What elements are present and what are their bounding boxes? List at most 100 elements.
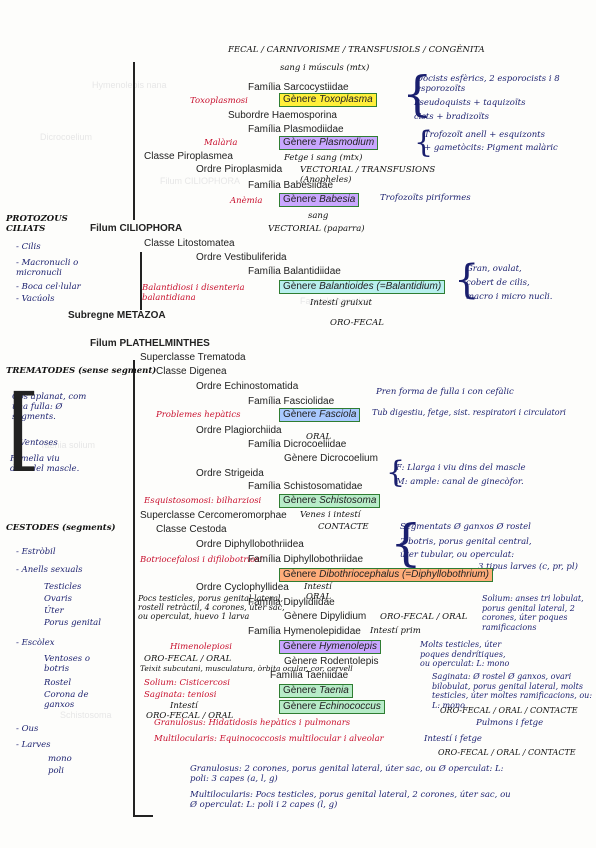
trematodes-heading: TREMATODES (sense segment): [6, 366, 157, 376]
taxon-class: Classe Piroplasmea: [144, 151, 233, 162]
taxon-phylum: Filum CILIOPHORA: [90, 223, 183, 234]
taxon-class: Classe Litostomatea: [144, 238, 235, 249]
cestodes-item: - Larves: [16, 740, 51, 750]
cestodes-item: mono: [48, 754, 72, 764]
genus-prefix: Gènere: [283, 569, 320, 580]
taxon-order: Ordre Diphyllobothriidea: [196, 539, 304, 550]
taxon-family: Família Babesiidae: [248, 180, 334, 191]
genus-prefix: Gènere Rodentolepis: [284, 656, 379, 667]
taxon-family: Família Balantidiidae: [248, 266, 341, 277]
genus-prefix: Gènere: [283, 495, 320, 506]
taxon-family: Família Dipylidiidae: [248, 597, 335, 608]
brace-icon: {: [402, 66, 433, 122]
taxon-family: Família Diphyllobothriidae: [248, 554, 364, 565]
ghost-text: Taenia solium: [40, 440, 96, 450]
note: F: Llarga i viu dins del mascle: [396, 463, 526, 473]
note: Venes i intestí: [300, 510, 361, 520]
cestodes-item: - Anells sexuals: [16, 565, 83, 575]
note: Segmentats Ø ganxos Ø rostel: [400, 522, 531, 532]
note: Granulosus: 2 corones, porus genital lat…: [190, 764, 504, 784]
taxon-family: Família Sarcocystiidae: [248, 82, 349, 93]
cestodes-item: - Ous: [16, 724, 39, 734]
cestodes-item: Testicles: [44, 582, 82, 592]
genus-box: Gènere Hymenolepis: [279, 640, 381, 654]
genus-prefix: Gènere Dicrocoelium: [284, 453, 378, 464]
transmission-header: FECAL / CARNIVORISME / TRANSFUSIOLS / CO…: [228, 45, 485, 55]
cestodes-item: Ovaris: [44, 594, 72, 604]
note: Multilocularis: Pocs testicles, porus ge…: [190, 790, 511, 810]
genus-name: Hymenolepis: [319, 641, 377, 652]
note: ORO-FECAL / ORAL: [144, 654, 232, 664]
taxon-family: Família Dicrocoeliidae: [248, 439, 347, 450]
taxon-order: Ordre Cyclophyllidea: [196, 582, 289, 593]
cestodes-item: poli: [48, 766, 64, 776]
transmission-subheader: sang i músculs (mtx): [280, 63, 370, 73]
taxon-order: Ordre Strigeida: [196, 468, 264, 479]
genus-name: Toxoplasma: [319, 94, 373, 105]
taxon-genus: Gènere Dicrocoelium: [284, 453, 378, 465]
cestodes-item: Ventoses o botris: [44, 654, 90, 674]
note: Tub digestiu, fetge, sist. respiratori i…: [372, 408, 566, 417]
genus-box: Gènere Taenia: [279, 684, 353, 698]
note: Teixit subcutani, musculatura, òrbita oc…: [140, 664, 353, 673]
genus-prefix: Gènere Dipylidium: [284, 611, 367, 622]
brace-icon: {: [414, 125, 434, 160]
note: ORO-FECAL / ORAL / CONTACTE: [438, 748, 576, 757]
note: 3 tipus larves (c, pr, pl): [478, 562, 578, 572]
note: Molts testicles, úter poques dendrítique…: [420, 640, 510, 668]
note: VECTORIAL / TRANSFUSIONS: [300, 165, 436, 175]
disease-label: Problemes hepàtics: [156, 410, 241, 420]
disease-label: Himenolepiosi: [170, 642, 232, 652]
note: Pren forma de fulla i con cefàlic: [376, 387, 514, 397]
disease-label: Malària: [204, 138, 238, 148]
note: sang: [308, 211, 329, 221]
cestodes-item: Rostel: [44, 678, 72, 688]
note: + gametòcits: Pigment malàric: [424, 143, 558, 153]
genus-prefix: Gènere: [283, 641, 320, 652]
taxon-family: Família Hymenolepididae: [248, 626, 361, 637]
genus-name: Schistosoma: [319, 495, 377, 506]
brace-icon: {: [386, 455, 406, 490]
genus-box: Gènere Schistosoma: [279, 494, 381, 508]
genus-name: Babesia: [319, 194, 356, 205]
note: cobert de cilis,: [466, 278, 530, 288]
note: Saginata: Ø rostel Ø ganxos, ovari bilob…: [432, 672, 593, 710]
cestodes-item: - Estròbil: [16, 547, 56, 557]
note: VECTORIAL (paparra): [268, 224, 365, 234]
note: Solium: anses tri lobulat, porus genital…: [482, 594, 584, 632]
tree-line: [140, 252, 142, 310]
genus-prefix: Gènere: [283, 194, 320, 205]
note: (Anopheles): [300, 175, 352, 185]
taxon-order: Ordre Piroplasmida: [196, 164, 283, 175]
tree-line: [133, 815, 153, 817]
taxon-order: Ordre Echinostomatida: [196, 381, 299, 392]
taxon-class: Classe Digenea: [156, 366, 227, 377]
taxon-genus: Gènere Rodentolepis: [284, 656, 379, 668]
brace-icon: {: [454, 257, 480, 303]
protozous-heading: PROTOZOUS CILIATS: [6, 214, 68, 234]
disease-label: Esquistosomosi: bilharziosi: [144, 496, 262, 506]
ghost-text: Schistosoma: [60, 710, 112, 720]
note: Gran, ovalat,: [466, 264, 522, 274]
ghost-text: Fasciola hepatica: [300, 296, 371, 306]
genus-prefix: Gènere: [283, 701, 320, 712]
taxon-suborder: Subordre Haemosporina: [228, 110, 337, 121]
taxon-subkingdom: Subregne METAZOA: [68, 310, 166, 321]
note: Pulmons i fetge: [476, 718, 544, 728]
genus-box: Gènere Dibothriocephalus (=Diphyllobothr…: [279, 568, 493, 582]
cestodes-item: Corona de ganxos: [44, 690, 89, 710]
note: Fetge i sang (mtx): [284, 153, 363, 163]
genus-name: Balantioides (=Balantidium): [319, 281, 442, 292]
note: Pseudoquists + taquizoïts: [414, 98, 526, 108]
disease-label: Solium: Cisticercosi: [144, 678, 231, 688]
taxon-order: Ordre Plagiorchiida: [196, 425, 282, 436]
tree-line: [133, 360, 135, 815]
taxon-family: Família Schistosomatidae: [248, 481, 363, 492]
taxon-class: Classe Cestoda: [156, 524, 227, 535]
genus-name: Fasciola: [319, 409, 357, 420]
tree-line: [133, 62, 135, 220]
genus-box: Gènere Echinococcus: [279, 700, 385, 714]
trematodes-item: Femella viu dins del mascle.: [10, 454, 80, 474]
trematodes-item: Cos aplanat, com una fulla: Ø segments.: [12, 392, 87, 422]
ciliats-item: - Macronucli o micronucli: [16, 258, 79, 278]
